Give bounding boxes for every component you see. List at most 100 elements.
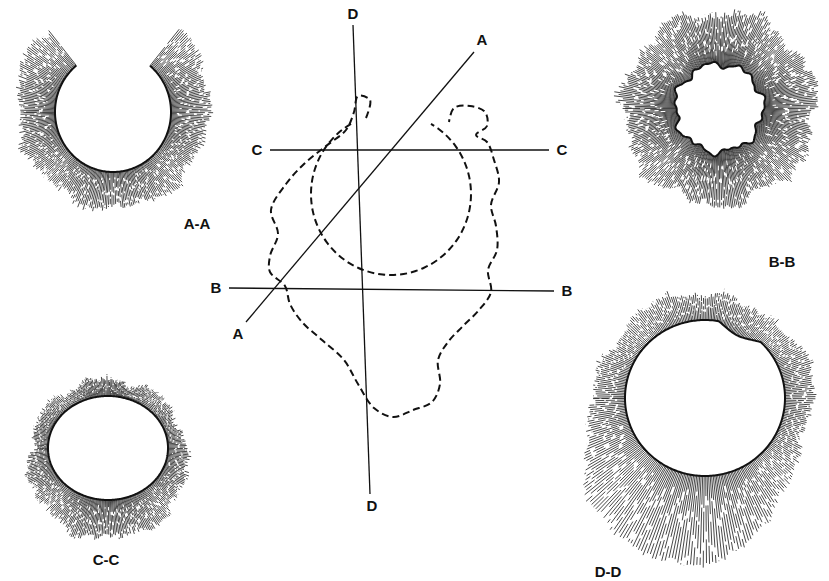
hatch-stroke: [171, 103, 181, 104]
hatch-stroke: [20, 82, 24, 83]
hatch-stroke: [46, 116, 55, 118]
hatch-stroke: [194, 127, 202, 129]
hatch-stroke: [104, 207, 105, 209]
hatch-stroke: [704, 21, 705, 28]
hatch-stroke: [127, 388, 128, 389]
hatch-stroke: [46, 406, 48, 407]
hatch-stroke: [52, 175, 57, 181]
hatch-stroke: [34, 156, 36, 157]
hatch-stroke: [66, 397, 68, 400]
hatch-stroke: [38, 107, 55, 109]
hatch-stroke: [178, 38, 188, 48]
hatch-stroke: [200, 70, 202, 71]
hatch-stroke: [61, 399, 66, 404]
hatch-stroke: [765, 95, 776, 97]
hatch-stroke: [37, 431, 39, 432]
hatch-stroke: [118, 179, 120, 186]
hatch-stroke: [656, 31, 657, 32]
hatch-stroke: [778, 106, 808, 107]
hatch-stroke: [639, 165, 654, 178]
hatch-stroke: [660, 185, 661, 187]
hatch-stroke: [760, 163, 773, 181]
hatch-stroke: [778, 61, 803, 75]
hatch-stroke: [18, 145, 26, 148]
hatch-stroke: [157, 391, 158, 392]
hatch-stroke: [624, 89, 641, 92]
hatch-stroke: [623, 99, 641, 101]
hatch-stroke: [119, 382, 120, 388]
hatch-stroke: [717, 33, 718, 44]
hatch-stroke: [801, 121, 805, 123]
hatch-stroke: [170, 163, 178, 171]
hatch-stroke: [111, 195, 112, 207]
hatch-stroke: [110, 172, 112, 190]
hatch-stroke: [761, 49, 774, 63]
hatch-stroke: [117, 388, 118, 390]
hatch-stroke: [795, 158, 799, 160]
hatch-stroke: [666, 36, 675, 48]
hatch-stroke: [716, 43, 718, 64]
hatch-stroke: [800, 159, 804, 161]
hatch-stroke: [48, 176, 50, 178]
hatch-stroke: [121, 386, 122, 391]
hatch-stroke: [199, 80, 203, 81]
hatch-stroke: [69, 176, 78, 191]
hatch-stroke: [33, 44, 35, 46]
hatch-stroke: [115, 190, 116, 203]
hatch-stroke: [185, 119, 199, 120]
hatch-stroke: [120, 389, 122, 397]
hatch-stroke: [722, 169, 723, 198]
hatch-stroke: [730, 184, 733, 208]
hatch-stroke: [199, 84, 204, 85]
hatch-stroke: [717, 170, 718, 199]
hatch-stroke: [711, 156, 713, 178]
hatch-stroke: [800, 147, 809, 151]
hatch-stroke: [146, 388, 148, 391]
hatch-stroke: [721, 17, 722, 19]
hatch-stroke: [21, 86, 24, 88]
hatch-stroke: [33, 425, 34, 426]
hatch-stroke: [113, 195, 114, 204]
hatch-stroke: [802, 119, 805, 120]
hatch-stroke: [105, 385, 106, 388]
hatch-stroke: [645, 166, 657, 177]
hatch-stroke: [142, 187, 147, 201]
hatch-stroke: [166, 186, 171, 194]
hatch-stroke: [35, 445, 36, 446]
hatch-stroke: [647, 70, 654, 73]
hatch-stroke: [199, 141, 201, 143]
hatch-stroke: [132, 393, 133, 396]
hatch-stroke: [200, 120, 206, 122]
hatch-stroke: [40, 424, 47, 427]
hatch-stroke: [20, 119, 21, 120]
hatch-stroke: [61, 395, 65, 399]
hatch-stroke: [44, 171, 48, 174]
hatch-stroke: [734, 188, 736, 197]
hatch-stroke: [178, 150, 190, 157]
hatch-stroke: [691, 163, 700, 188]
hatch-stroke: [124, 382, 125, 383]
hatch-stroke: [714, 50, 716, 63]
hatch-stroke: [714, 19, 715, 40]
hatch-stroke: [104, 379, 105, 385]
hatch-stroke: [33, 153, 44, 160]
hatch-stroke: [109, 380, 110, 382]
hatch-stroke: [726, 177, 729, 207]
hatch-stroke: [668, 61, 677, 69]
hatch-stroke: [156, 186, 162, 196]
hatch-stroke: [49, 31, 60, 45]
hatch-stroke: [672, 21, 676, 28]
hatch-stroke: [748, 191, 749, 195]
section-c-c: [25, 374, 191, 539]
hatch-stroke: [165, 77, 185, 87]
hatch-stroke: [148, 179, 155, 193]
hatch-stroke: [44, 416, 49, 419]
hatch-stroke: [170, 123, 179, 125]
hatch-stroke: [716, 29, 717, 41]
hatch-stroke: [171, 109, 189, 111]
hatch-stroke: [796, 81, 805, 84]
hatch-stroke: [86, 182, 89, 191]
hatch-stroke: [88, 204, 89, 206]
hatch-stroke: [75, 391, 76, 392]
hatch-stroke: [653, 112, 677, 114]
